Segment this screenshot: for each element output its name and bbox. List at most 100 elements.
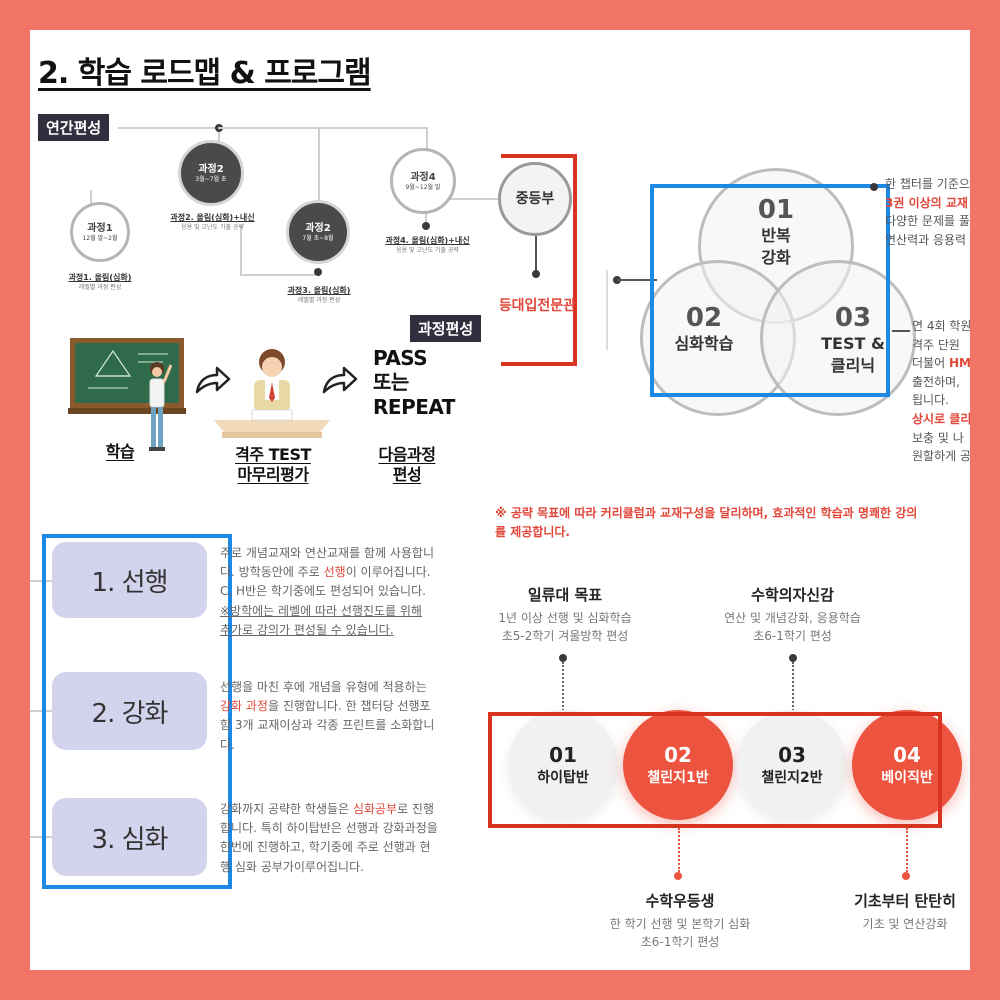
step-2-text: 선행을 마친 후에 개념을 유형에 적용하는 강화 과정을 진행합니다. 한 챕… (220, 678, 434, 755)
connector-dot (674, 872, 682, 880)
side-line: 다양한 문제를 풀 (885, 214, 970, 229)
flow-next-line: 편성 (392, 465, 422, 484)
connector (240, 274, 315, 276)
stage-caption-sub: 응용 및 고난도 기출 공략 (181, 223, 244, 231)
step-line: 함 3개 교재이상과 각종 프린트를 소화합니 (220, 718, 435, 733)
middle-school-vertical: 중등대입전문관 (500, 298, 576, 314)
goal-title: 일류대 목표 (527, 586, 603, 604)
connector (425, 210, 427, 230)
middle-school-circle: 중등부 (498, 162, 572, 236)
flow-pass-line: PASS (373, 346, 428, 370)
flow-study-label: 학습 (105, 442, 135, 461)
flow-pass-text: PASS 또는 REPEAT (373, 346, 455, 419)
connector (318, 127, 428, 129)
step-line: 한번에 진행하고, 학기중에 주로 선행과 현 (220, 840, 431, 855)
chalkboard-illustration (68, 336, 186, 420)
goal-bottom-2: 기초부터 탄탄히 기초 및 연산강화 (830, 890, 970, 933)
side-line: 원할하게 공 (912, 449, 970, 464)
stage-name: 과정4 (410, 171, 436, 183)
step-line: 강화까지 공략한 학생들은 (220, 802, 353, 816)
connector (118, 127, 218, 129)
connector-dot (314, 268, 322, 276)
side-line: 더불어 (912, 356, 949, 371)
connector (450, 198, 500, 200)
connector (535, 236, 537, 274)
stage-caption-text: 과정3. 올림(심화) (287, 286, 351, 295)
class-name: 챌린지1반 (647, 770, 709, 786)
step-line: C, H반은 학기중에도 편성되어 있습니다. (220, 584, 426, 599)
step-line: 로 진행 (397, 802, 434, 816)
venn-right-text-3: 상시로 클리 보충 및 나 원할하게 공 (912, 410, 970, 466)
middle-school-label: 중등부 (515, 190, 555, 207)
flow-pass-line: 또는 (373, 370, 409, 395)
stage-3-caption: 과정3. 올림(심화) 레벨별 과정 편성 (278, 286, 360, 305)
side-line: 격주 단원 (912, 337, 960, 352)
goal-line: 연산 및 개념강화, 응용학습 (724, 611, 861, 625)
stage-4-caption: 과정4. 올림(심화)+내신 응용 및 고난도 기출 공략 (375, 236, 480, 255)
side-line: 연 4회 학원 (912, 319, 970, 333)
notice-line: ※ 공략 목표에 따라 커리큘럼과 교재구성을 달리하며, 효과적인 학습과 명… (495, 506, 918, 520)
stage-caption-text: 과정2. 올림(심화)+내신 (170, 213, 255, 222)
stage-name: 과정2 (198, 163, 224, 175)
connector-dot (870, 183, 878, 191)
page-title: 2. 학습 로드맵 & 프로그램 (38, 56, 372, 91)
class-04-circle: 04 베이직반 (852, 710, 962, 820)
course-tag: 과정편성 (410, 315, 482, 342)
step-line: 이 이루어집니다. (345, 565, 431, 580)
connector (892, 330, 910, 332)
stage-2-circle: 과정2 3월~7월 초 (178, 140, 244, 206)
connector (426, 127, 428, 152)
side-line: 3권 이상의 교재 (885, 195, 968, 210)
goal-line: 초5-2학기 겨울방학 편성 (501, 629, 629, 643)
flow-test-line: 격주 TEST (235, 445, 311, 464)
highlight-box-middle (501, 154, 577, 366)
class-number: 04 (893, 743, 921, 767)
stage-period: 9월~12월 말 (405, 183, 441, 191)
highlight-box-steps (42, 534, 232, 889)
class-01-circle: 01 하이탑반 (508, 710, 618, 820)
goal-bottom-1: 수학우등생 한 학기 선행 및 본학기 심화 초6-1학기 편성 (595, 890, 765, 951)
step-line-highlight: 심화공부 (352, 802, 398, 816)
stage-caption-text: 과정4. 올림(심화)+내신 (385, 236, 470, 245)
side-line: 됩니다. (912, 393, 949, 408)
venn-right-text-1: 한 챕터를 기준으 3권 이상의 교재 다양한 문제를 풀 연산력과 응용력 (885, 175, 970, 249)
class-number: 02 (664, 743, 692, 767)
stage-name: 과정1 (87, 222, 113, 234)
connector (678, 828, 680, 872)
side-line-highlight: HM (948, 356, 970, 371)
stage-1-circle: 과정1 12월 말~2월 (70, 202, 130, 262)
step-line: 주로 개념교재와 연산교재를 함께 사용합니 (220, 546, 434, 560)
side-line: 연산력과 응용력 (885, 232, 967, 247)
venn-word: 반복 (761, 226, 791, 245)
venn-word: 클리닉 (830, 355, 876, 375)
connector-dot (532, 270, 540, 278)
class-number: 03 (778, 743, 806, 767)
venn-number: 01 (757, 195, 795, 225)
stage-4-circle: 과정4 9월~12월 말 (390, 148, 456, 214)
annual-tag: 연간편성 (38, 114, 110, 141)
arrow-right-icon (193, 360, 233, 400)
step-3-text: 강화까지 공략한 학생들은 심화공부로 진행 합니다. 특히 하이탑반은 선행과… (220, 800, 438, 877)
goal-line: 초6-1학기 편성 (640, 935, 720, 949)
connector (318, 127, 320, 202)
class-03-circle: 03 챌린지2반 (737, 710, 847, 820)
connector (30, 710, 52, 712)
connector-dot (422, 222, 430, 230)
connector (240, 226, 242, 276)
highlight-box-venn (650, 184, 890, 397)
flow-test-line: 마무리평가 (237, 465, 309, 484)
step-line: 다. (220, 737, 235, 752)
stage-period: 3월~7월 초 (195, 175, 227, 183)
class-number: 01 (549, 743, 577, 767)
step-line: 다. 방학동안에 주로 (220, 565, 324, 580)
side-line: 보충 및 나 (912, 430, 964, 445)
stage-2-caption: 과정2. 올림(심화)+내신 응용 및 고난도 기출 공략 (160, 213, 265, 232)
venn-number: 02 (685, 303, 723, 333)
connector (606, 270, 608, 350)
side-line: 상시로 클리 (912, 412, 970, 426)
stage-3-circle: 과정2 7월 초~8월 (286, 200, 350, 264)
connector-dot (559, 654, 567, 662)
step-line: ※방학에는 레벨에 따라 선행진도를 위해 (220, 603, 422, 618)
connector (617, 279, 657, 281)
connector-dot (902, 872, 910, 880)
